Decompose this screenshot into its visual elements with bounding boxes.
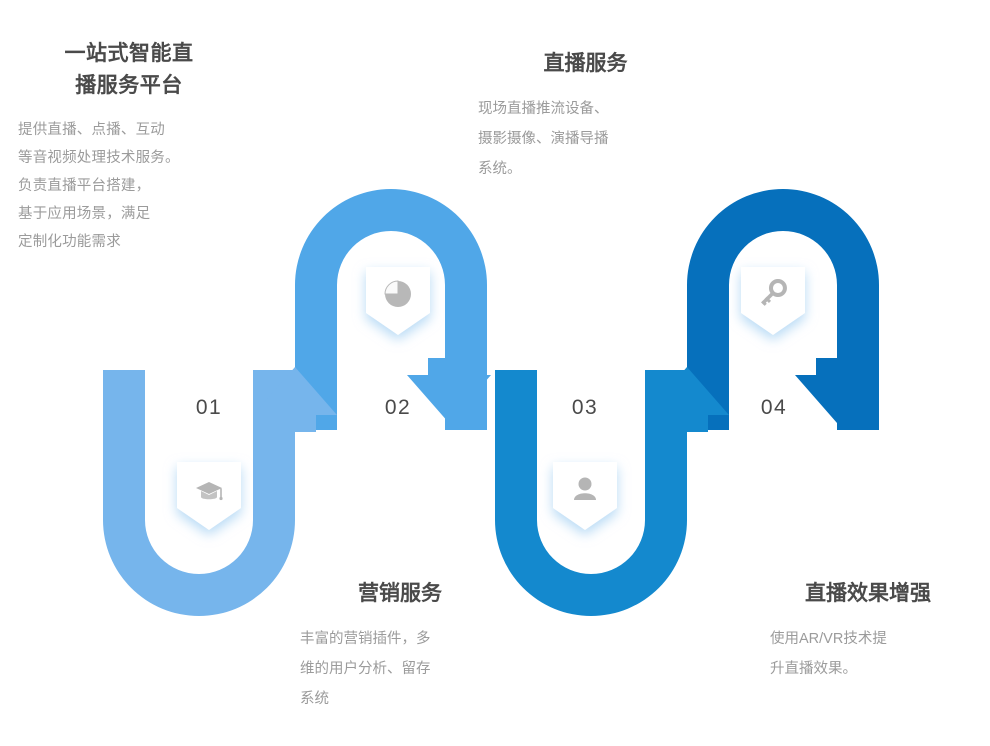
step-number-04: 04 — [760, 396, 788, 419]
key-icon — [761, 279, 787, 306]
ribbon-segment-03 — [495, 370, 687, 616]
step-body-01: 提供直播、点播、互动 等音视频处理技术服务。 负责直播平台搭建， 基于应用场景，… — [18, 122, 180, 250]
ribbon-segment-04 — [687, 189, 879, 430]
step-body-03: 现场直播推流设备、 摄影摄像、演播导播 系统。 — [478, 101, 609, 177]
step-title-02: 营销服务 — [358, 582, 442, 605]
user-icon — [574, 477, 596, 500]
step-text-block-03: 直播服务 现场直播推流设备、 摄影摄像、演播导播 系统。 — [478, 48, 693, 184]
step-body-02: 丰富的营销插件，多 维的用户分析、留存 系统 — [300, 631, 431, 707]
step-body-04: 使用AR/VR技术提 升直播效果。 — [770, 631, 887, 677]
step-number-02: 02 — [384, 396, 412, 419]
step-text-block-02: 营销服务 丰富的营销插件，多 维的用户分析、留存 系统 — [300, 578, 500, 714]
arrow-up-step-01 — [253, 367, 337, 432]
pie-chart-icon — [384, 280, 411, 307]
ribbon-segment-01 — [103, 370, 295, 616]
step-number-01: 01 — [195, 396, 223, 419]
graduation-cap-icon — [196, 482, 223, 501]
arrow-up-step-03 — [645, 367, 729, 432]
step-title-03: 直播服务 — [543, 52, 628, 75]
arrow-down-step-02 — [407, 358, 491, 423]
arrow-down-step-04 — [795, 358, 879, 423]
ribbon-segment-02 — [295, 189, 487, 430]
badge-step-04 — [741, 267, 805, 335]
step-title-04: 直播效果增强 — [805, 582, 931, 605]
step-text-block-01: 一站式智能直 播服务平台 提供直播、点播、互动 等音视频处理技术服务。 负责直播… — [18, 38, 240, 256]
step-number-03: 03 — [571, 396, 599, 419]
step-title-01: 一站式智能直 播服务平台 — [64, 42, 194, 97]
step-text-block-04: 直播效果增强 使用AR/VR技术提 升直播效果。 — [770, 578, 966, 684]
